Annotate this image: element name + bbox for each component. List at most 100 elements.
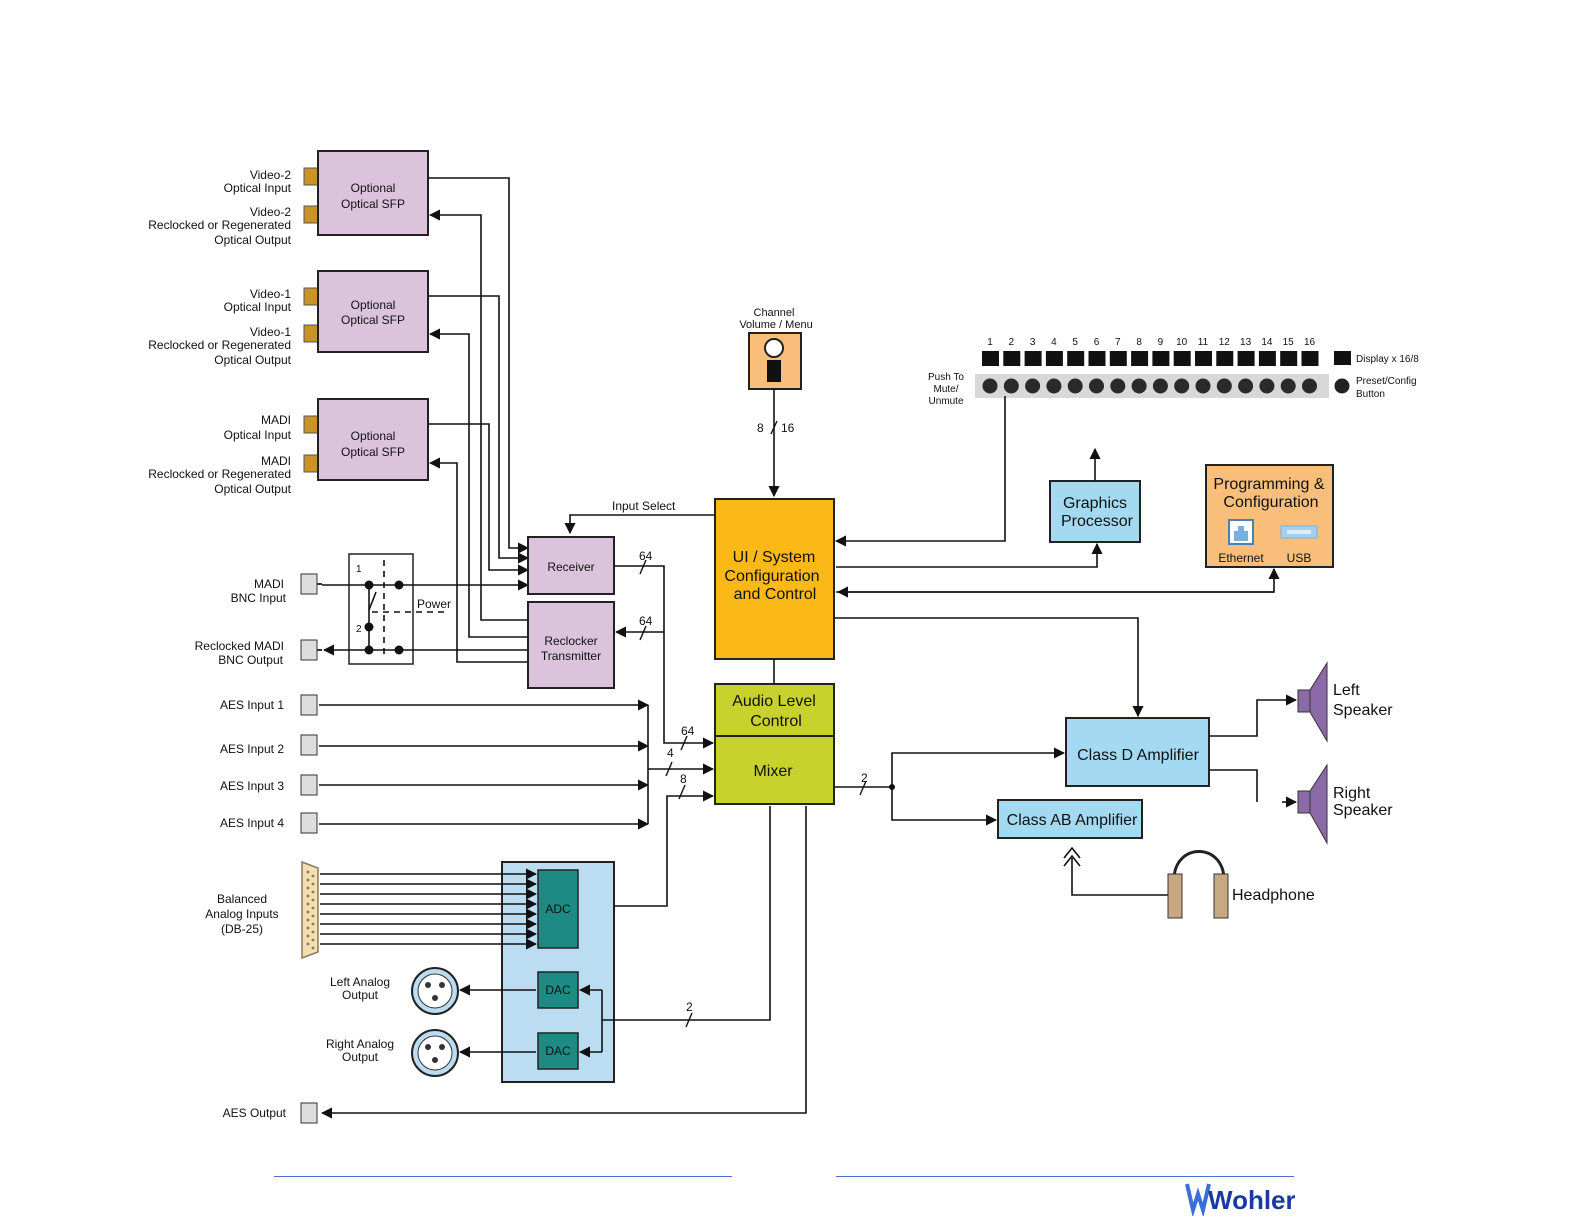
bnc-output-icon [300, 639, 322, 661]
optical-port-icon [303, 415, 319, 434]
mute-button[interactable] [1046, 378, 1062, 394]
analog-output-label: Left Analog [330, 975, 390, 989]
channel-display [1195, 351, 1212, 366]
mute-button[interactable] [1110, 378, 1126, 394]
db25-connector-icon [301, 860, 319, 960]
channel-display [1152, 351, 1170, 366]
adc-label: ADC [545, 902, 571, 916]
sfp-output-label: Optical Output [214, 233, 291, 247]
knob-label: Channel [754, 307, 795, 319]
ui-block-label: UI / System [733, 549, 816, 566]
headphone-icon [1167, 850, 1229, 919]
channel-display [1216, 351, 1234, 366]
optical-port-icon [303, 167, 319, 186]
usb-port-icon[interactable] [1280, 525, 1318, 539]
reclocker-block: Reclocker Transmitter [527, 601, 615, 689]
push-label: Unmute [928, 396, 963, 407]
dac-label: DAC [545, 983, 571, 997]
bnc-output-label: BNC Output [218, 653, 283, 667]
xlr-connector-icon [300, 734, 318, 756]
mute-button[interactable] [1025, 378, 1041, 394]
mute-button[interactable] [1195, 378, 1211, 394]
receiver-block: Receiver [527, 536, 615, 595]
mute-button[interactable] [1302, 378, 1317, 394]
bus-width-label: 64 [639, 549, 653, 563]
aes-input-label: AES Input 3 [220, 779, 284, 793]
push-label: Mute/ [933, 384, 958, 395]
optical-port-icon [303, 324, 319, 343]
xlr-output-left-icon [411, 967, 459, 1015]
audio-level-block: Audio Level Control [714, 683, 835, 737]
class-ab-amplifier-block: Class AB Amplifier [997, 799, 1143, 839]
mute-button[interactable] [982, 378, 998, 394]
channel-number-label: 10 [1176, 337, 1188, 348]
sfp-label: Optical SFP [341, 197, 405, 211]
mute-button[interactable] [1280, 378, 1296, 394]
switch-position-label: 1 [356, 564, 362, 575]
mute-button[interactable] [1131, 378, 1147, 394]
mute-button[interactable] [1238, 378, 1254, 394]
channel-number-label: 3 [1030, 337, 1036, 348]
graphics-label: Graphics [1063, 495, 1127, 512]
analog-io-panel: ADC DAC DAC [501, 861, 615, 1083]
aes-output-row: AES Output [223, 806, 807, 1124]
mute-button[interactable] [1152, 378, 1168, 394]
aes-input-label: AES Input 1 [220, 698, 284, 712]
sfp-label: Optional [351, 298, 396, 312]
sfp-input-label: Video-2 [250, 168, 291, 182]
xlr-connector-icon [300, 812, 318, 834]
mute-button[interactable] [1174, 378, 1190, 394]
reclocker-label: Transmitter [541, 649, 601, 663]
channel-display [1003, 351, 1021, 366]
channel-display [1173, 351, 1191, 366]
sfp-output-label: Video-1 [250, 325, 291, 339]
graphics-label: Processor [1061, 513, 1134, 530]
channel-display [1258, 351, 1276, 366]
speaker-label: Speaker [1333, 702, 1393, 719]
mute-button[interactable] [1067, 378, 1083, 394]
sfp-output-label: Reclocked or Regenerated [148, 467, 291, 481]
bypass-relay-switch [348, 553, 414, 665]
channel-knob[interactable]: Channel Volume / Menu [739, 307, 813, 390]
dac-label: DAC [545, 1044, 571, 1058]
brand-text: Wohler [1208, 1185, 1295, 1215]
dac-block-left: DAC [537, 971, 579, 1009]
channel-number-label: 8 [1136, 337, 1142, 348]
ui-system-block: UI / System Configuration and Control [714, 498, 835, 660]
sfp-output-label: Video-2 [250, 205, 291, 219]
mute-button[interactable] [1003, 378, 1019, 394]
bus-width-label: 8 [757, 421, 764, 435]
aes-input-row: AES Input 1 [220, 694, 650, 716]
audio-level-label: Control [750, 713, 802, 730]
ethernet-port-icon[interactable] [1228, 519, 1254, 545]
mute-button[interactable] [1259, 378, 1275, 394]
channel-number-label: 11 [1198, 337, 1209, 348]
channel-number-label: 6 [1094, 337, 1100, 348]
sfp-label: Optical SFP [341, 445, 405, 459]
bus-width-label: 2 [861, 771, 868, 785]
programming-config-block: Programming & Configuration Ethernet USB [1205, 464, 1334, 568]
xlr-connector-icon [300, 694, 318, 716]
optical-port-icon [303, 205, 319, 224]
power-label: Power [417, 597, 451, 611]
knob-label: Volume / Menu [739, 319, 812, 331]
channel-display [1109, 351, 1127, 366]
ui-block-label: and Control [734, 586, 817, 603]
mute-button[interactable] [1089, 378, 1104, 394]
programming-label: Programming & [1213, 476, 1324, 493]
bnc-input-label: BNC Input [231, 591, 287, 605]
reclocker-label: Reclocker [544, 634, 597, 648]
headphone-label: Headphone [1232, 887, 1315, 904]
display-label: Display x 16/8 [1356, 354, 1419, 365]
sfp-block-video1: Optional Optical SFP Video-1 Optical Inp… [148, 270, 429, 367]
bnc-input-icon [300, 573, 322, 595]
sfp-input-label: Optical Input [224, 181, 292, 195]
analog-inputs-label: (DB-25) [221, 922, 263, 936]
preset-config-button[interactable] [1334, 378, 1350, 394]
switch-position-label: 2 [356, 624, 362, 635]
optical-port-icon [303, 454, 319, 473]
mute-button[interactable] [1216, 378, 1232, 394]
wohler-logo: Wohler [1185, 1180, 1296, 1221]
sfp-block-madi: Optional Optical SFP MADI Optical Input … [148, 398, 429, 496]
